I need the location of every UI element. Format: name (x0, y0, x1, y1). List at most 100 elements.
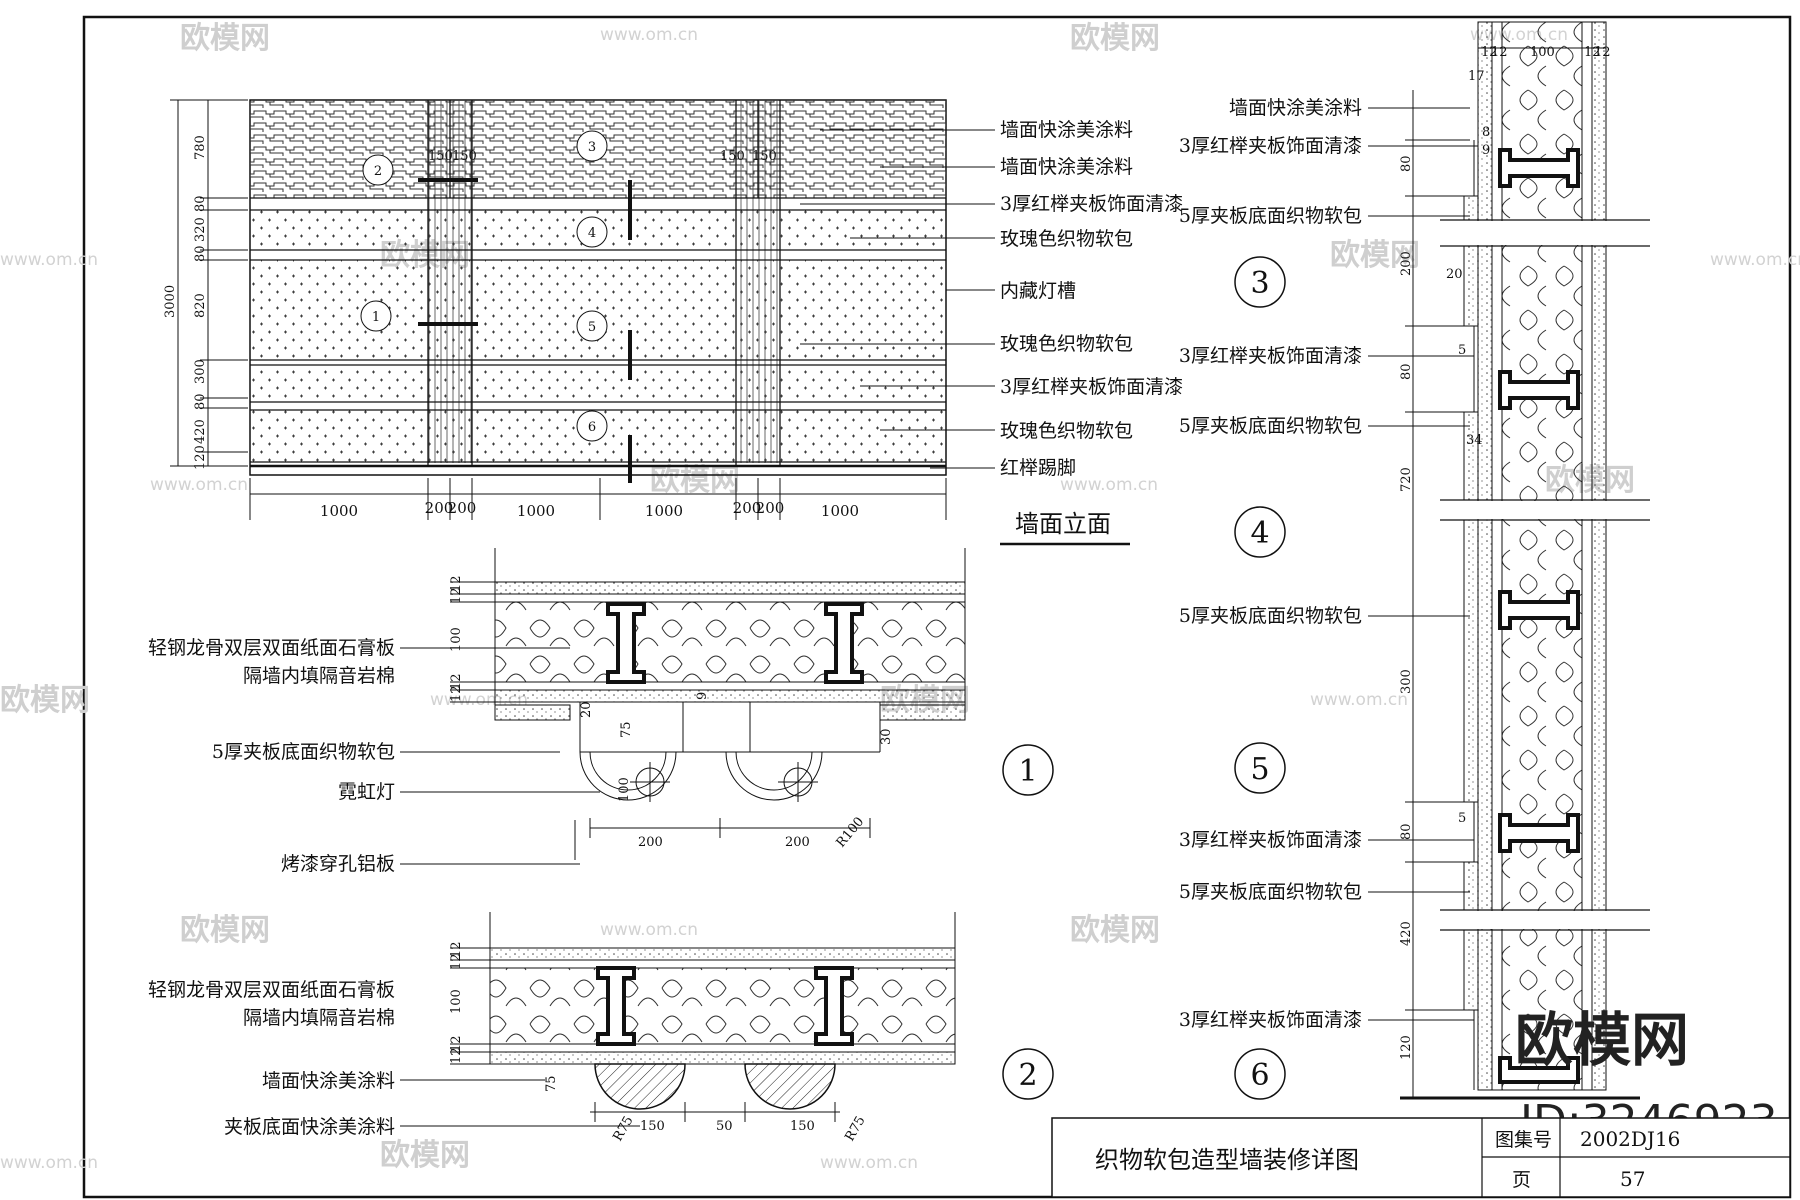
section2-label: 轻钢龙骨双层双面纸面石膏板 (148, 978, 395, 1001)
watermark-url: www.om.cn (0, 250, 98, 270)
right-label: 墙面快涂美涂料 (1229, 97, 1362, 119)
watermark-brand: 欧模网 (380, 1138, 470, 1173)
section2-dim: 100 (449, 989, 464, 1014)
elevation-marker: 1 (372, 310, 380, 325)
watermark-url: www.om.cn (1060, 475, 1158, 495)
section2-label: 夹板底面快涂美涂料 (224, 1116, 395, 1138)
right-label: 3厚红榉夹板饰面清漆 (1179, 1009, 1362, 1031)
section2-number: 2 (1018, 1058, 1037, 1093)
right-label: 5厚夹板底面织物软包 (1179, 881, 1362, 903)
section1-dim: R100 (834, 814, 868, 850)
elevation-left-dim: 120 (193, 445, 208, 470)
right-top-dim: 12 (1481, 45, 1498, 60)
section1-dim: 12 (449, 673, 464, 690)
elevation-top-dim: 150 (752, 149, 777, 164)
section1-number: 1 (1018, 754, 1037, 789)
right-dim: 5 (1458, 811, 1466, 826)
elevation-marker: 2 (374, 164, 382, 179)
watermark-url: www.om.cn (1710, 250, 1800, 270)
watermark-brand: 欧模网 (180, 21, 270, 56)
elevation-marker: 4 (588, 226, 596, 241)
elevation-marker: 3 (588, 140, 596, 155)
section2-dim: R75 (842, 1114, 868, 1144)
section2-dim: 12 (449, 1035, 464, 1052)
section2-label: 隔墙内填隔音岩棉 (243, 1007, 395, 1029)
section1-dim: 75 (619, 721, 634, 738)
elevation-label: 玫瑰色织物软包 (1000, 333, 1133, 355)
elevation-label: 墙面快涂美涂料 (1000, 156, 1133, 178)
elevation-left-dim: 780 (193, 135, 208, 160)
right-dim: 34 (1466, 433, 1483, 448)
elevation-label: 玫瑰色织物软包 (1000, 420, 1133, 442)
section-2-detail: 12 12 100 12 12 75 R75 150 50 150 R75 轻钢… (148, 912, 1054, 1144)
elevation-bottom-dim: 1000 (645, 502, 683, 520)
right-dim: 17 (1468, 69, 1485, 84)
elevation-left-dim: 820 (193, 293, 208, 318)
section1-label: 烤漆穿孔铝板 (281, 853, 395, 875)
watermark-url: www.om.cn (150, 475, 248, 495)
section1-label: 隔墙内填隔音岩棉 (243, 665, 395, 687)
right-label: 3厚红榉夹板饰面清漆 (1179, 135, 1362, 157)
right-label: 3厚红榉夹板饰面清漆 (1179, 829, 1362, 851)
section1-dim: 12 (449, 575, 464, 592)
section1-dim: 100 (449, 627, 464, 652)
watermark-url: www.om.cn (1310, 690, 1408, 710)
elevation-label: 红榉踢脚 (1000, 457, 1076, 479)
right-label: 5厚夹板底面织物软包 (1179, 605, 1362, 627)
elevation-title: 墙面立面 (1015, 510, 1111, 538)
section2-dim: 150 (790, 1119, 815, 1134)
right-dim: 720 (1399, 467, 1414, 492)
section-1-detail: 12 12 100 12 12 20 75 9 30 100 200 200 R… (148, 548, 1054, 875)
elevation-bottom-dim: 1000 (821, 502, 859, 520)
section1-label: 轻钢龙骨双层双面纸面石膏板 (148, 636, 395, 659)
right-label: 5厚夹板底面织物软包 (1179, 415, 1362, 437)
right-dim: 420 (1399, 921, 1414, 946)
elevation-left-dim: 80 (193, 245, 208, 262)
elevation-label: 内藏灯槽 (1000, 280, 1076, 302)
elevation-top-dim: 150 (428, 149, 453, 164)
section1-label: 霓虹灯 (338, 781, 395, 803)
elevation-marker: 5 (588, 320, 596, 335)
right-label: 5厚夹板底面织物软包 (1179, 205, 1362, 227)
right-label: 3厚红榉夹板饰面清漆 (1179, 345, 1362, 367)
section1-dim: 100 (617, 777, 632, 802)
right-dim: 200 (1399, 251, 1414, 276)
elevation-left-dim: 420 (193, 419, 208, 444)
watermark-url: www.om.cn (600, 25, 698, 45)
section1-dim: 9 (695, 692, 710, 700)
section2-dim: 12 (449, 953, 464, 970)
elevation-bottom-dim: 1000 (517, 502, 555, 520)
watermark-brand: 欧模网 (180, 913, 270, 948)
elevation-label: 3厚红榉夹板饰面清漆 (1000, 193, 1183, 215)
elevation-label: 3厚红榉夹板饰面清漆 (1000, 376, 1183, 398)
right-marker: 6 (1250, 1058, 1269, 1093)
section1-label: 5厚夹板底面织物软包 (212, 741, 395, 763)
right-marker: 4 (1250, 516, 1269, 551)
right-dim: 300 (1399, 669, 1414, 694)
watermark-brand: 欧模网 (1070, 21, 1160, 56)
vertical-section-detail: 12 12 100 12 12 17 8 9 80 20 200 5 80 34 (1179, 21, 1650, 1100)
right-top-dim: 12 (1491, 45, 1508, 60)
section2-dim: 150 (640, 1119, 665, 1134)
right-top-dim: 100 (1530, 45, 1555, 60)
elevation-left-dim: 80 (193, 195, 208, 212)
right-marker: 3 (1250, 266, 1269, 301)
elevation-bottom-dim: 200 (425, 499, 454, 517)
sheet-border (82, 15, 1792, 1199)
elevation-top-dim: 150 (452, 149, 477, 164)
section2-dim: 12 (449, 1047, 464, 1064)
section1-dim: 12 (449, 587, 464, 604)
watermark-brand: 欧模网 (650, 463, 740, 498)
section2-dim: R75 (610, 1114, 636, 1144)
elevation-top-dim: 150 (720, 149, 745, 164)
right-dim: 9 (1482, 143, 1490, 158)
right-dim: 8 (1482, 125, 1490, 140)
section1-dim: 12 (449, 685, 464, 702)
elevation-label: 墙面快涂美涂料 (1000, 119, 1133, 141)
right-dim: 80 (1399, 363, 1414, 380)
section2-label: 墙面快涂美涂料 (262, 1070, 395, 1092)
watermark-url: www.om.cn (600, 920, 698, 940)
elevation-bottom-dim: 200 (448, 499, 477, 517)
elevation-bottom-dim: 200 (756, 499, 785, 517)
